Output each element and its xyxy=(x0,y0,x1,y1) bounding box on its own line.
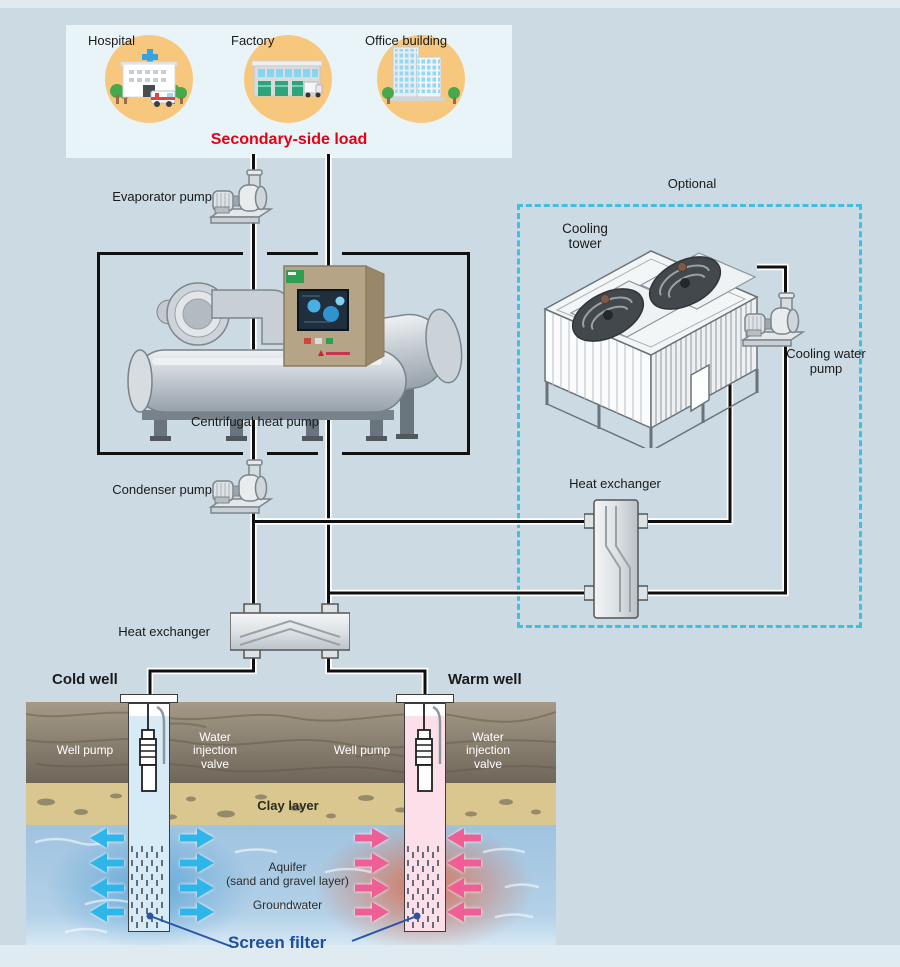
hospital-icon xyxy=(105,35,193,123)
condenser-pump-icon xyxy=(210,459,272,514)
heat-exchanger-horizontal-icon xyxy=(230,603,350,659)
evaporator-pump-icon xyxy=(210,169,272,224)
bottom-strip xyxy=(0,945,900,967)
heat-exchanger-main-label: Heat exchanger xyxy=(118,624,210,639)
warm-well-tube xyxy=(404,703,446,932)
warm-flow-arrows xyxy=(355,828,481,922)
optional-section-box xyxy=(517,204,862,628)
factory-icon xyxy=(244,35,332,123)
office-building-icon xyxy=(377,35,465,123)
water-injection-valve-left-label: Water injection valve xyxy=(192,730,238,771)
secondary-side-load-box: Hospital Factory Office building Seconda… xyxy=(66,25,512,158)
aquifer-label-line1: Aquifer xyxy=(268,860,307,874)
groundwater-label: Groundwater xyxy=(252,898,323,912)
cold-well-label: Cold well xyxy=(52,671,118,688)
heat-exchanger-optional-label: Heat exchanger xyxy=(569,476,661,491)
centrifugal-heat-pump-icon xyxy=(127,265,463,441)
warm-well-cap xyxy=(396,694,454,703)
secondary-side-load-caption: Secondary-side load xyxy=(210,131,368,148)
optional-label: Optional xyxy=(667,176,717,191)
cooling-tower-icon xyxy=(543,250,759,448)
cold-well-cap xyxy=(120,694,178,703)
heat-pump-loop-box xyxy=(97,252,470,455)
screen-filter-pointers xyxy=(146,912,421,947)
office-building-label: Office building xyxy=(365,33,448,48)
water-injection-valve-right-label: Water injection valve xyxy=(465,730,511,771)
evaporator-pump-label: Evaporator pump xyxy=(112,189,212,204)
condenser-pump-label: Condenser pump xyxy=(112,482,212,497)
cooling-tower-label: Cooling tower xyxy=(562,221,608,252)
well-pump-right-label: Well pump xyxy=(333,743,391,757)
clay-layer-label: Clay layer xyxy=(257,798,319,813)
cooling-water-pump-label: Cooling water pump xyxy=(786,346,866,376)
well-pump-left-label: Well pump xyxy=(56,743,114,757)
warm-well-pump-icon xyxy=(407,704,442,928)
top-strip xyxy=(0,0,900,8)
cold-flow-arrows xyxy=(90,828,214,922)
hospital-label: Hospital xyxy=(88,33,135,48)
screen-filter-label: Screen filter xyxy=(228,933,327,952)
cooling-water-pump-icon xyxy=(742,292,804,347)
heat-exchanger-vertical-icon xyxy=(584,499,648,619)
warm-well-label: Warm well xyxy=(448,671,522,688)
aquifer-label-line2: (sand and gravel layer) xyxy=(226,874,349,888)
centrifugal-heat-pump-label: Centrifugal heat pump xyxy=(191,414,319,429)
factory-label: Factory xyxy=(231,33,275,48)
ground-cross-section xyxy=(26,702,556,945)
